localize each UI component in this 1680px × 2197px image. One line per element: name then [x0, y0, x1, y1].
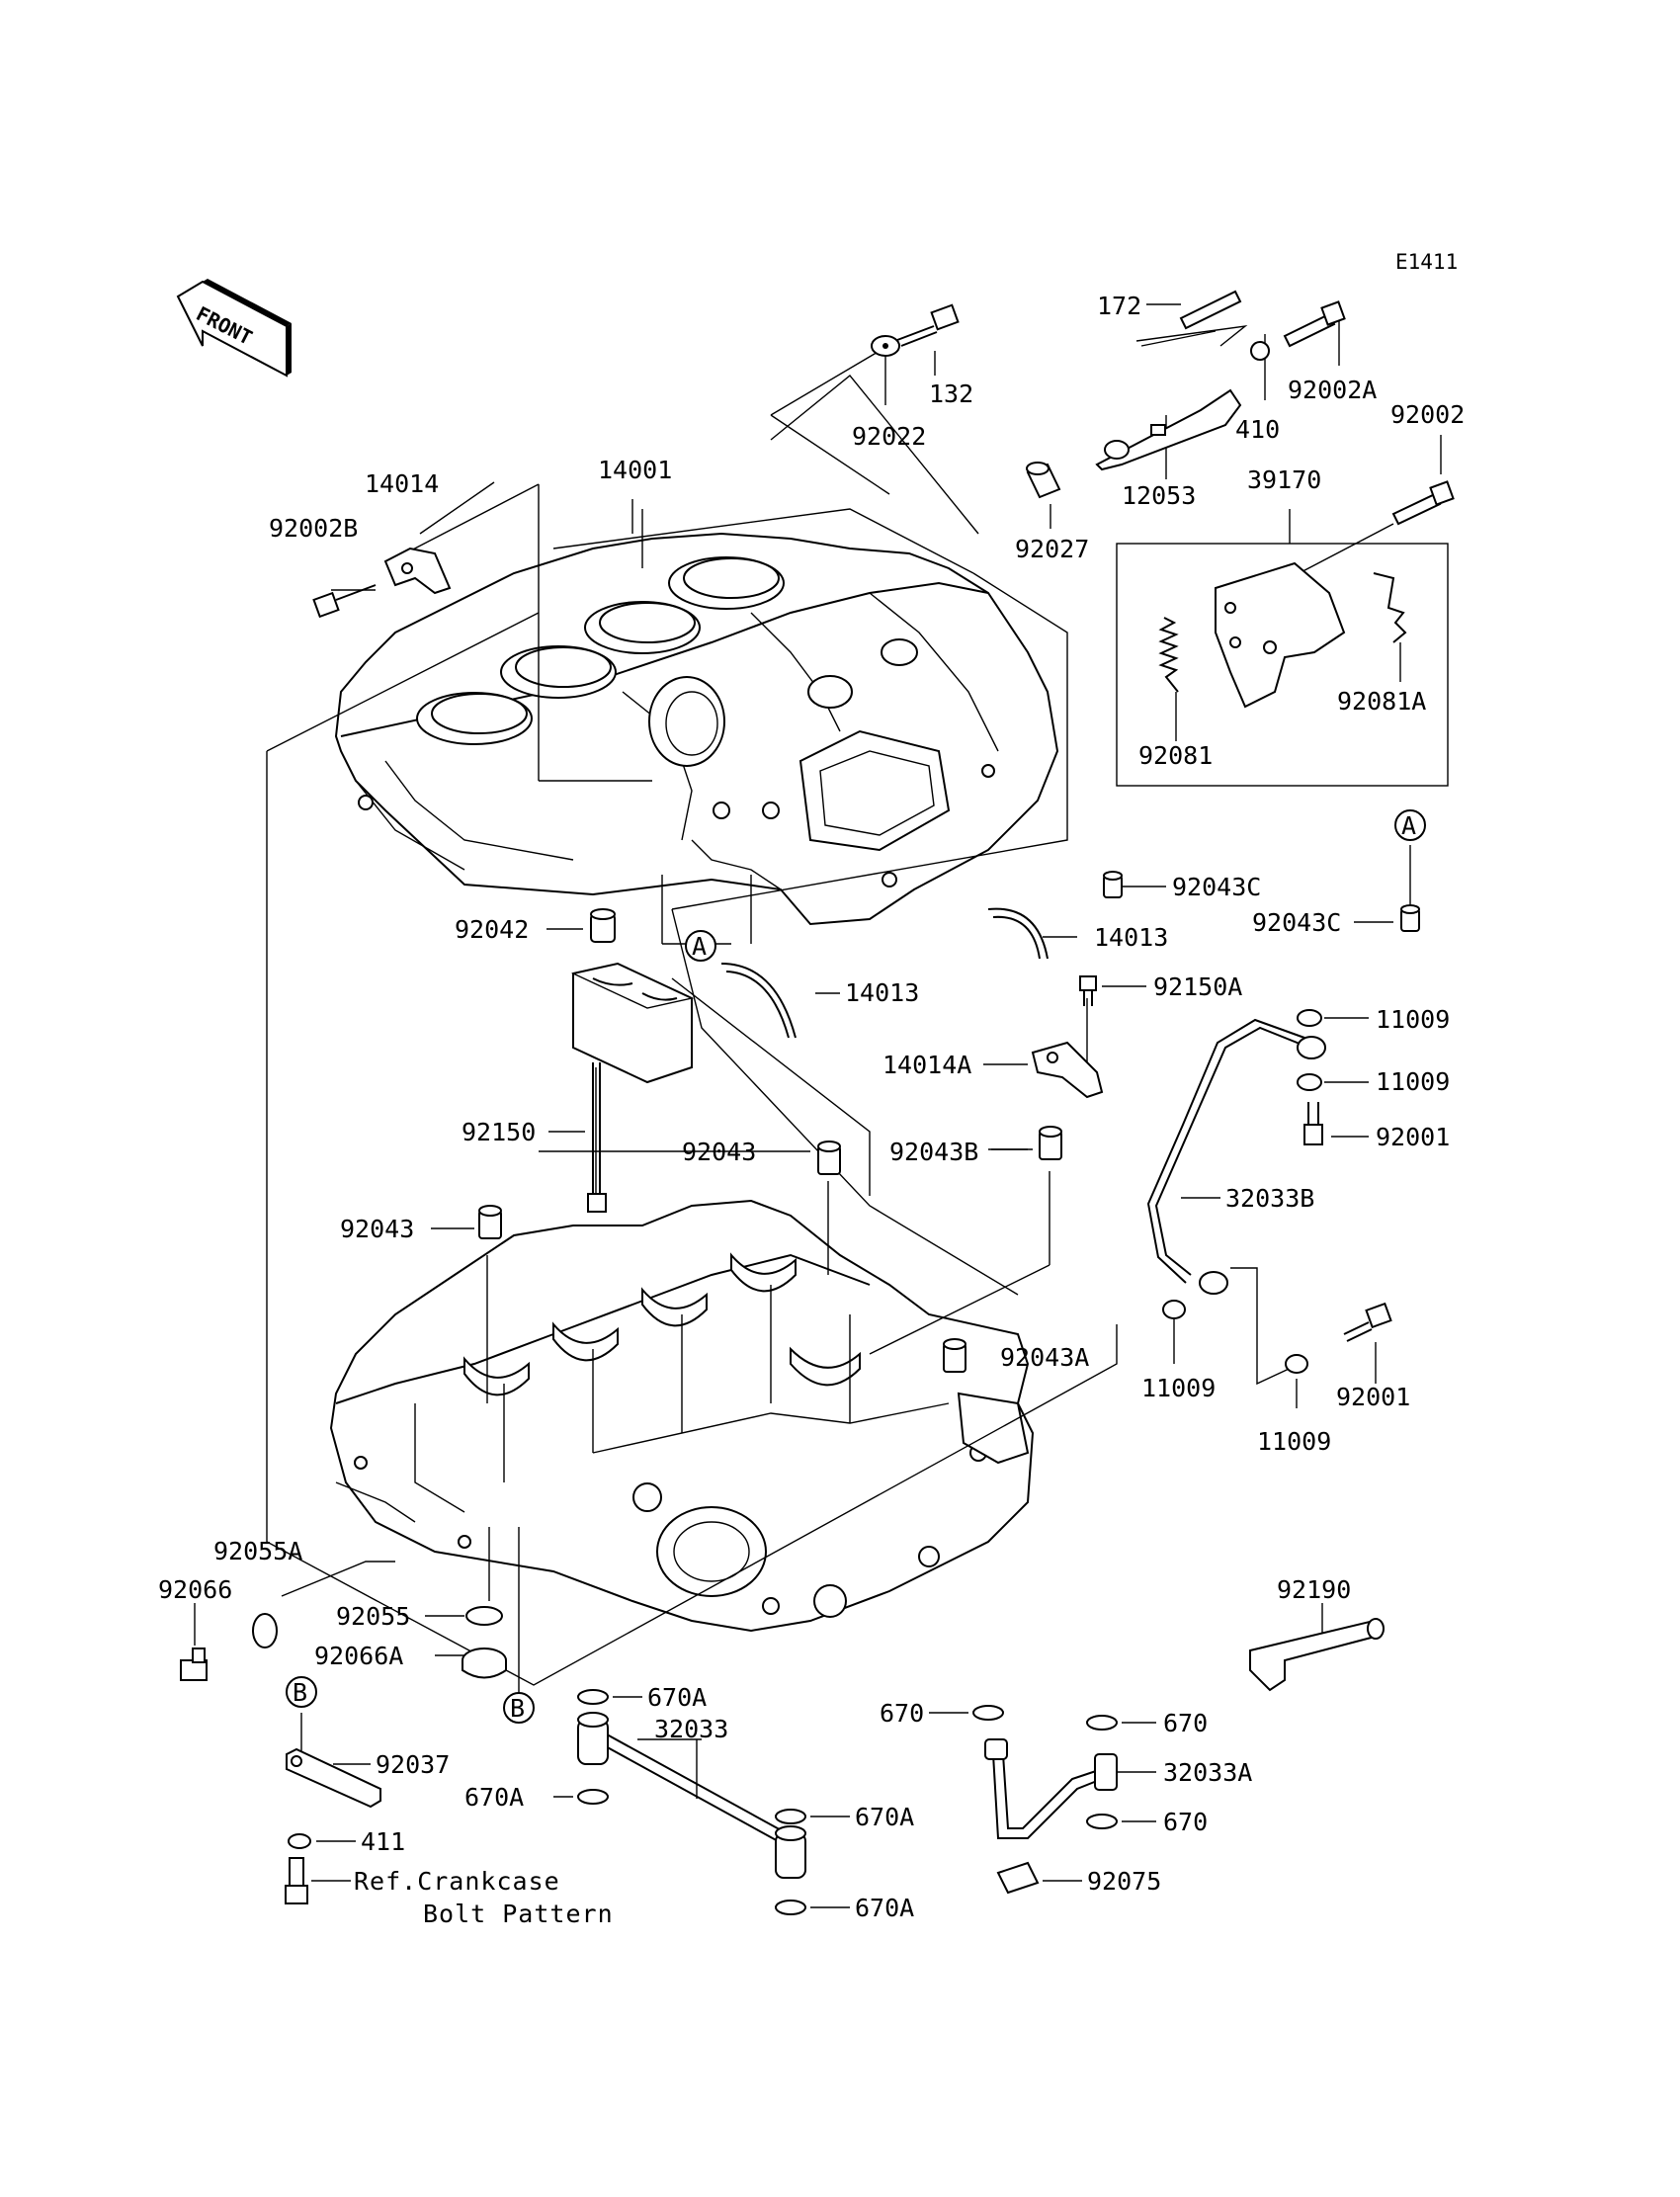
label-670-b: 670: [1163, 1709, 1208, 1737]
label-410: 410: [1235, 415, 1280, 444]
label-92022: 92022: [852, 422, 926, 451]
upper-crankcase-drawing: [334, 532, 1059, 926]
label-92066: 92066: [158, 1575, 232, 1604]
label-92150: 92150: [462, 1118, 536, 1146]
label-92027: 92027: [1015, 535, 1089, 563]
label-32033: 32033: [654, 1715, 728, 1743]
ref-note-line1: Ref.Crankcase: [354, 1867, 560, 1896]
callout-b-left: B: [286, 1676, 317, 1708]
label-92043B: 92043B: [889, 1138, 978, 1166]
label-92043C-right: 92043C: [1252, 908, 1341, 937]
ref-note-line2: Bolt Pattern: [423, 1900, 614, 1928]
label-92042: 92042: [455, 915, 529, 944]
leader-lines: [194, 303, 1442, 1908]
callout-a-right: A: [1394, 809, 1426, 841]
label-14013-right: 14013: [1094, 923, 1168, 952]
callout-b-lower: B: [503, 1692, 535, 1724]
front-arrow-icon: FRONT: [176, 279, 292, 378]
label-92190: 92190: [1277, 1575, 1351, 1604]
label-92081A: 92081A: [1337, 687, 1426, 716]
label-92001-b: 92001: [1336, 1383, 1410, 1411]
label-670A-c: 670A: [855, 1803, 914, 1831]
part-labels: 172 132 92022 92002A 410 92002 12053 920…: [158, 292, 1465, 1928]
label-32033B: 32033B: [1225, 1184, 1314, 1213]
subassembly-39170-box: [1116, 543, 1449, 787]
svg-text:B: B: [510, 1694, 525, 1723]
diagram-code: E1411: [1395, 250, 1458, 274]
label-14014A: 14014A: [882, 1051, 971, 1079]
label-92081: 92081: [1138, 741, 1213, 770]
label-14013-left: 14013: [845, 978, 919, 1007]
svg-text:B: B: [293, 1678, 307, 1707]
label-12053: 12053: [1122, 481, 1196, 510]
label-92037: 92037: [376, 1750, 450, 1779]
label-11009-a: 11009: [1376, 1005, 1450, 1034]
label-92075: 92075: [1087, 1867, 1161, 1896]
label-670A-d: 670A: [855, 1894, 914, 1922]
label-11009-c: 11009: [1141, 1374, 1216, 1402]
label-92066A: 92066A: [314, 1642, 403, 1670]
label-92055: 92055: [336, 1602, 410, 1631]
label-172: 172: [1097, 292, 1141, 320]
label-39170: 39170: [1247, 465, 1321, 494]
label-14014: 14014: [365, 469, 439, 498]
svg-text:A: A: [1401, 811, 1416, 840]
label-92002: 92002: [1390, 400, 1465, 429]
label-411: 411: [361, 1827, 405, 1856]
label-92150A: 92150A: [1153, 972, 1242, 1001]
label-92001-a: 92001: [1376, 1123, 1450, 1151]
label-92043-mid: 92043: [682, 1138, 756, 1166]
label-670A-b: 670A: [464, 1783, 524, 1812]
svg-text:A: A: [692, 932, 707, 961]
label-92055A: 92055A: [213, 1537, 302, 1565]
label-92002A: 92002A: [1288, 376, 1377, 404]
label-11009-d: 11009: [1257, 1427, 1331, 1456]
callout-a-upper: A: [685, 930, 716, 962]
label-14001: 14001: [598, 456, 672, 484]
label-92043A: 92043A: [1000, 1343, 1089, 1372]
label-670-a: 670: [880, 1699, 924, 1728]
label-670-c: 670: [1163, 1808, 1208, 1836]
label-92043-left: 92043: [340, 1215, 414, 1243]
label-11009-b: 11009: [1376, 1067, 1450, 1096]
label-92002B: 92002B: [269, 514, 358, 543]
label-32033A: 32033A: [1163, 1758, 1252, 1787]
label-132: 132: [929, 380, 973, 408]
label-92043C-top: 92043C: [1172, 873, 1261, 901]
label-670A-a: 670A: [647, 1683, 707, 1712]
lower-crankcase-drawing: [329, 1199, 1035, 1633]
small-parts: [180, 290, 1455, 1915]
